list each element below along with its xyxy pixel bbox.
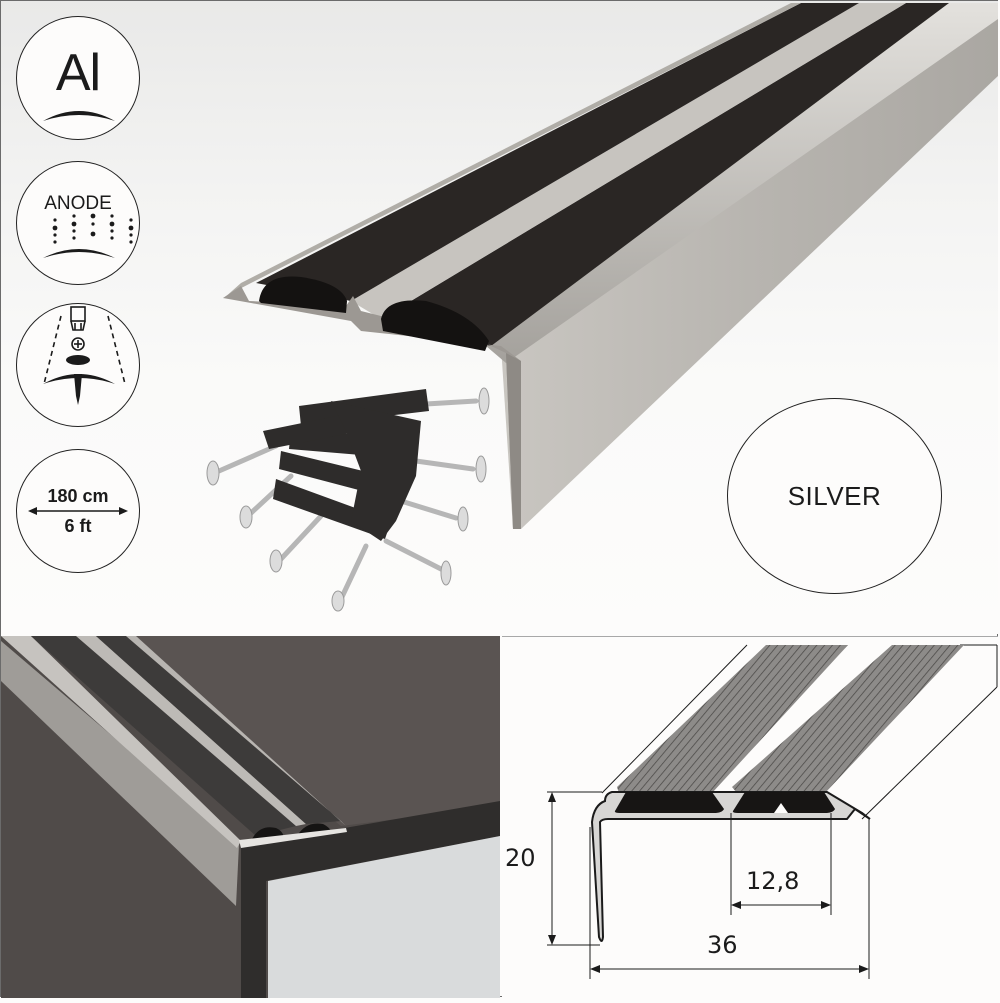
- installed-photo-panel: [1, 636, 500, 998]
- width-dimension: 36: [707, 931, 738, 959]
- height-dimension: 20: [505, 844, 536, 872]
- insert-width-dimension: 12,8: [746, 867, 800, 895]
- screws-and-plugs-illustration: [206, 387, 490, 612]
- screw-fixing-icon: [43, 306, 126, 405]
- length-arrow-icon: [28, 507, 128, 515]
- color-badge: SILVER: [727, 398, 942, 594]
- anodised-finish-icon: [43, 213, 134, 258]
- profile-cross-section-diagram: [547, 644, 998, 979]
- material-label: Al: [55, 44, 101, 102]
- installed-stair-nosing-photo: [1, 636, 500, 998]
- product-hero-panel: Al ANODE: [1, 1, 998, 634]
- stair-nosing-product-render: [223, 3, 998, 529]
- length-badge: 180 cm 6 ft: [16, 449, 140, 573]
- fixing-badge: [16, 303, 140, 427]
- length-imperial: 6 ft: [64, 516, 92, 536]
- color-label: SILVER: [787, 480, 882, 511]
- length-metric: 180 cm: [47, 486, 109, 506]
- finish-label: ANODE: [44, 193, 112, 214]
- aluminium-material-icon: [43, 111, 115, 121]
- finish-badge: ANODE: [16, 161, 140, 285]
- technical-drawing-panel: 20 12,8 36: [502, 636, 998, 998]
- material-badge: Al: [16, 16, 140, 140]
